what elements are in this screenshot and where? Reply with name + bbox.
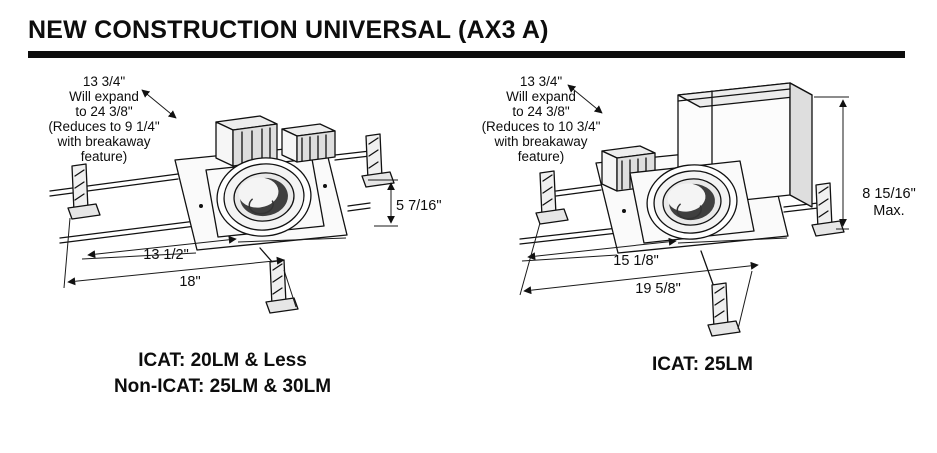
mounting-brackets [535, 170, 845, 337]
note-line: feature) [517, 149, 565, 164]
expansion-note-right: 13 3/4" Will expand to 24 3/8" (Reduces … [470, 74, 612, 164]
height-dimension-right: 8 15/16" Max. [850, 186, 928, 220]
caption-right: ICAT: 25LM [600, 352, 805, 378]
note-line: 13 3/4" [519, 74, 563, 89]
note-line: with breakaway [57, 134, 151, 149]
caption-line: ICAT: 25LM [652, 354, 753, 375]
caption-line: Non-ICAT: 25LM & 30LM [113, 376, 332, 397]
note-line: (Reduces to 10 3/4" [481, 119, 601, 134]
left-fixture-drawing [49, 89, 398, 314]
page-title: NEW CONSTRUCTION UNIVERSAL (AX3 A) [28, 16, 549, 44]
note-line: Will expand [506, 89, 576, 104]
note-line: (Reduces to 9 1/4" [48, 119, 160, 134]
note-line: with breakaway [494, 134, 588, 149]
dimension-lines-right [519, 84, 849, 330]
height-dimension-left: 5 7/16" [396, 198, 442, 214]
junction-box [215, 115, 278, 167]
note-line: to 24 3/8" [512, 104, 570, 119]
note-line: to 24 3/8" [75, 104, 133, 119]
overall-width-dimension-right: 19 5/8" [635, 281, 681, 297]
light-aperture [216, 157, 312, 237]
expansion-note-left: 13 3/4" Will expand to 24 3/8" (Reduces … [38, 74, 170, 164]
note-line: feature) [80, 149, 128, 164]
pan-width-dimension-left: 13 1/2" [143, 247, 189, 263]
overall-width-dimension-left: 18" [179, 274, 201, 290]
caption-left: ICAT: 20LM & Less Non-ICAT: 25LM & 30LM [80, 348, 365, 400]
caption-line: ICAT: 20LM & Less [138, 350, 307, 371]
note-line: 13 3/4" [82, 74, 126, 89]
dimension-lines-left [63, 89, 398, 308]
pan-width-dimension-right: 15 1/8" [613, 253, 659, 269]
height-dimension-qualifier: Max. [873, 203, 905, 219]
title-underline [28, 51, 905, 58]
height-dimension-value: 8 15/16" [862, 186, 916, 202]
driver-box [281, 123, 336, 163]
note-line: Will expand [69, 89, 139, 104]
light-aperture [646, 164, 738, 240]
right-fixture-drawing [519, 82, 849, 337]
hanger-bars [49, 150, 371, 244]
